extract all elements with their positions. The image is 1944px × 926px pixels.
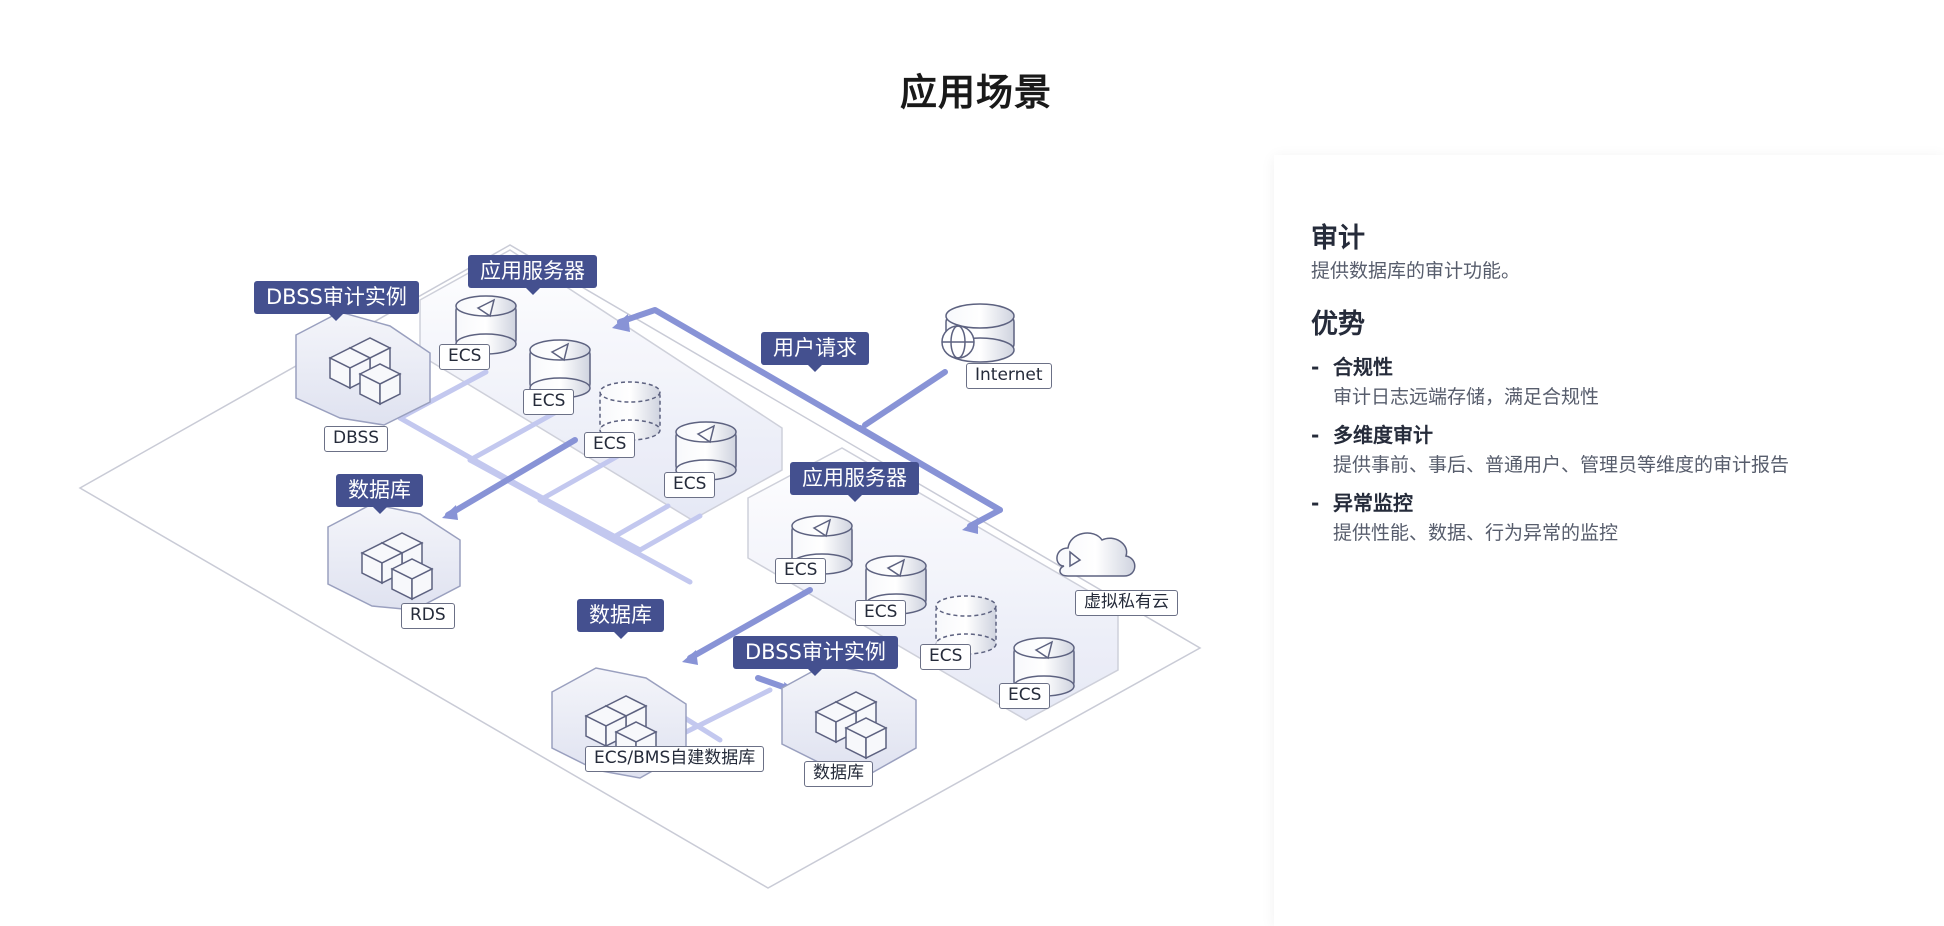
advantage-desc: 提供性能、数据、行为异常的监控 (1333, 522, 1619, 544)
tag-ecs-3: ECS (584, 432, 636, 458)
tag-ecs-2: ECS (523, 389, 575, 415)
tag-ecs-5: ECS (775, 558, 827, 584)
tag-database: 数据库 (804, 761, 873, 787)
tag-rds: RDS (401, 603, 455, 629)
diagram-graphics (78, 244, 1202, 889)
advantage-title-text: 合规性 (1333, 355, 1393, 379)
advantage-title: 优势 (1311, 309, 1365, 340)
dash-marker: - (1311, 423, 1320, 447)
audit-description: 提供数据库的审计功能。 (1311, 260, 1521, 282)
advantage-title-text: 多维度审计 (1333, 423, 1433, 447)
tag-self-built-db: ECS/BMS自建数据库 (585, 746, 765, 772)
scenario-panel: 审计 提供数据库的审计功能。 优势 -合规性 审计日志远端存储，满足合规性 -多… (1274, 155, 1944, 926)
label-database-left: 数据库 (336, 474, 423, 514)
label-user-request: 用户请求 (761, 332, 869, 372)
audit-title: 审计 (1311, 223, 1365, 254)
label-dbss-instance-bottom: DBSS审计实例 (733, 636, 898, 676)
triple-cube-icons (328, 337, 888, 764)
vpc-cloud-icon (1056, 532, 1136, 577)
advantage-desc: 提供事前、事后、普通用户、管理员等维度的审计报告 (1333, 454, 1790, 476)
label-app-server-top: 应用服务器 (468, 255, 597, 295)
tag-ecs-8: ECS (999, 683, 1051, 709)
advantage-item-compliance: -合规性 审计日志远端存储，满足合规性 (1311, 353, 1944, 411)
tag-ecs-1: ECS (439, 344, 491, 370)
tag-ecs-7: ECS (920, 644, 972, 670)
dash-marker: - (1311, 355, 1320, 379)
internet-globe-icon (941, 303, 1015, 363)
advantage-title-text: 异常监控 (1333, 491, 1413, 515)
tag-internet: Internet (966, 363, 1052, 389)
tag-dbss: DBSS (324, 426, 389, 452)
label-dbss-instance-top: DBSS审计实例 (254, 281, 419, 321)
label-database-bottom: 数据库 (577, 599, 664, 639)
label-app-server-right: 应用服务器 (790, 462, 919, 502)
tag-vpc: 虚拟私有云 (1075, 590, 1178, 616)
architecture-diagram: DBSS审计实例 应用服务器 用户请求 数据库 应用服务器 数据库 DBSS审计… (0, 150, 1260, 926)
advantage-item-multi-dimension: -多维度审计 提供事前、事后、普通用户、管理员等维度的审计报告 (1311, 421, 1944, 479)
dash-marker: - (1311, 491, 1320, 515)
advantage-desc: 审计日志远端存储，满足合规性 (1333, 386, 1600, 408)
advantage-item-anomaly-monitoring: -异常监控 提供性能、数据、行为异常的监控 (1311, 489, 1944, 547)
tag-ecs-6: ECS (855, 600, 907, 626)
tag-ecs-4: ECS (664, 472, 716, 498)
page-title: 应用场景 (900, 71, 1052, 114)
